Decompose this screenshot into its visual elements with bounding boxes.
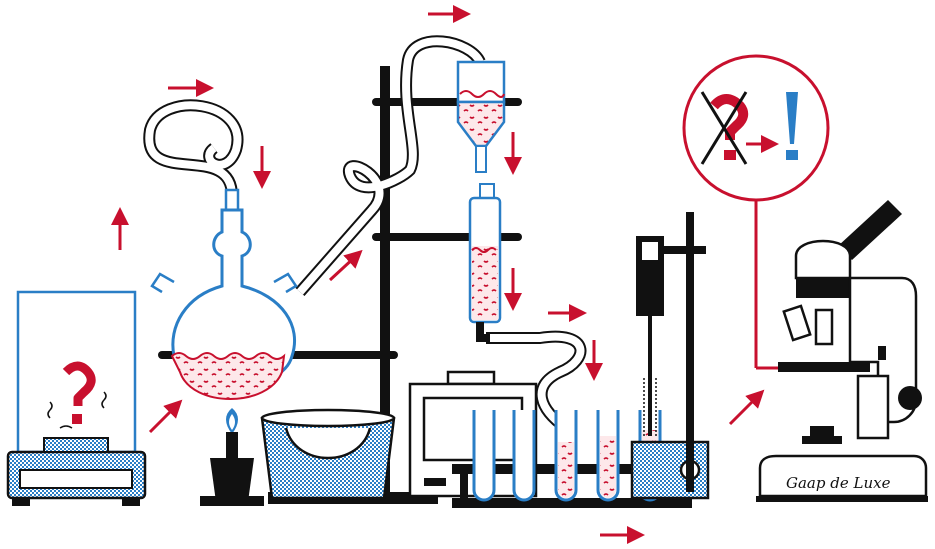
condenser-column: [468, 183, 502, 342]
magnifier-callout: [682, 54, 830, 370]
bunsen-burner: [200, 408, 264, 506]
heating-mantle: [260, 408, 396, 500]
test-tube-rack: [452, 410, 710, 508]
flow-arrows: [111, 5, 765, 544]
separatory-funnel: [456, 60, 506, 173]
round-bottom-flask: [150, 188, 298, 400]
arrow-diagonal-icon: [728, 389, 765, 426]
microscope-brand-label: Gaap de Luxe: [786, 474, 891, 492]
question-mark-icon: [724, 150, 736, 160]
microscope: Gaap de Luxe: [756, 200, 928, 502]
tubing: [143, 35, 587, 433]
bell-jar: [16, 290, 137, 454]
arrow-diagonal-icon: [328, 249, 363, 282]
question-mark-icon: [72, 414, 82, 424]
arrow-diagonal-icon: [148, 399, 183, 434]
analytical-balance: [6, 290, 147, 506]
exclamation-icon: [786, 92, 798, 144]
thermometer-stand: [636, 212, 706, 492]
